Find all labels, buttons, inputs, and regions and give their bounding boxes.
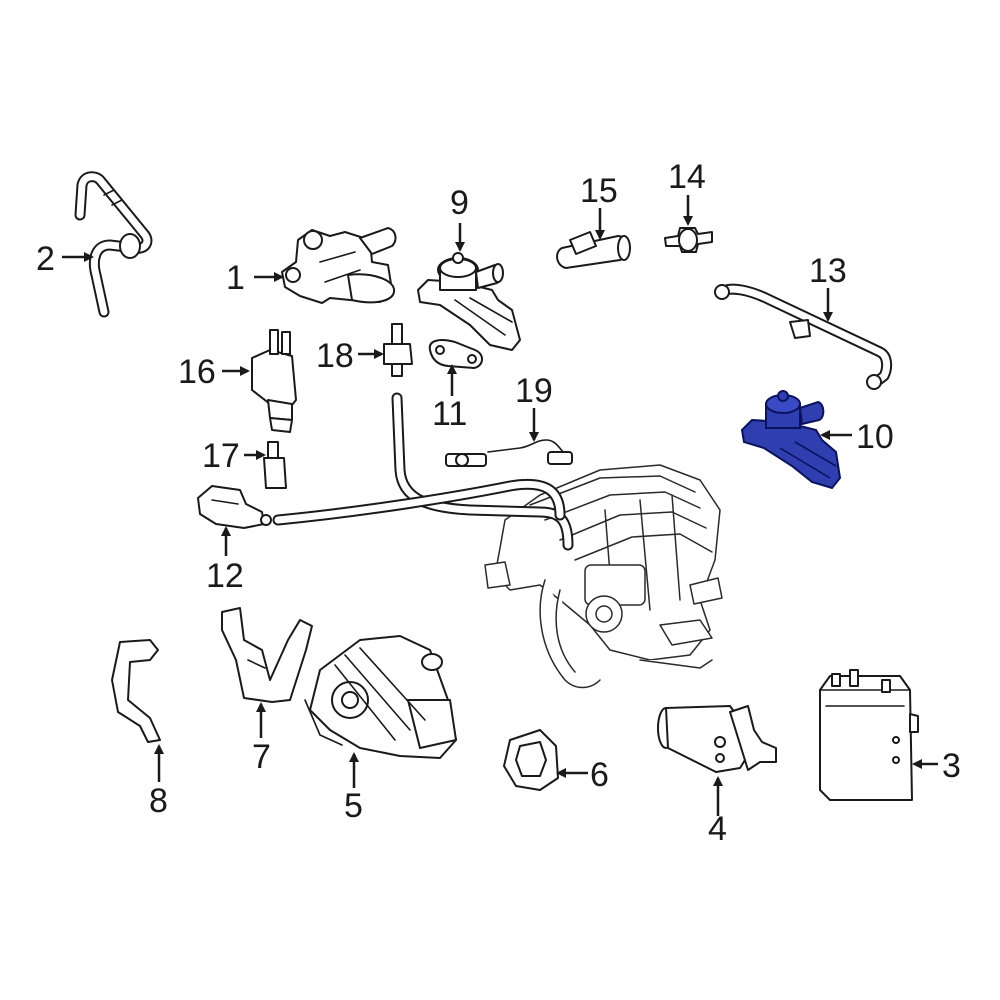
part-18-check-valve[interactable]	[383, 323, 413, 377]
callout-8: 8	[149, 782, 168, 820]
part-19-sensor-wire[interactable]	[445, 439, 573, 467]
part-7-bracket[interactable]	[221, 607, 313, 703]
part-16-solenoid[interactable]	[251, 329, 297, 433]
callout-10: 10	[856, 418, 894, 456]
callout-11: 11	[432, 395, 467, 433]
callout-9: 9	[450, 184, 469, 222]
callout-5: 5	[344, 787, 363, 825]
part-13-pipe[interactable]	[714, 283, 893, 390]
callout-18: 18	[316, 337, 354, 375]
part-8-bracket[interactable]	[111, 639, 161, 743]
callout-17: 17	[202, 437, 240, 475]
part-1-valve[interactable]	[281, 227, 397, 304]
part-6-bushing[interactable]	[503, 729, 559, 791]
vacuum-hoses	[272, 392, 574, 551]
part-9-valve[interactable]	[417, 252, 521, 351]
part-14-check-valve[interactable]	[664, 227, 713, 253]
callout-4: 4	[708, 810, 727, 848]
callout-3: 3	[942, 747, 961, 785]
part-5-air-pump[interactable]	[304, 635, 457, 759]
part-10-highlighted-valve[interactable]	[740, 390, 842, 490]
callout-numbers: 1 2 3 4 5 6 7 8 9 10 11 12 13 14 15 16 1…	[36, 158, 961, 848]
part-3-canister[interactable]	[819, 669, 919, 801]
callout-2: 2	[36, 240, 55, 278]
part-2-hose[interactable]	[74, 171, 153, 318]
engine-background	[484, 464, 723, 689]
callout-16: 16	[178, 353, 216, 391]
callout-6: 6	[590, 756, 609, 794]
callout-14: 14	[668, 158, 706, 196]
part-4-solenoid[interactable]	[657, 705, 777, 773]
callout-12: 12	[206, 557, 244, 595]
part-17-connector[interactable]	[263, 441, 287, 489]
callout-leaders	[62, 195, 938, 816]
callout-1: 1	[226, 259, 245, 297]
part-15-fitting[interactable]	[556, 231, 631, 269]
callout-15: 15	[580, 172, 618, 210]
callout-7: 7	[252, 738, 271, 776]
part-12-sensor[interactable]	[197, 485, 272, 529]
callout-19: 19	[515, 372, 553, 410]
callout-13: 13	[809, 252, 847, 290]
part-11-gasket[interactable]	[428, 339, 483, 369]
